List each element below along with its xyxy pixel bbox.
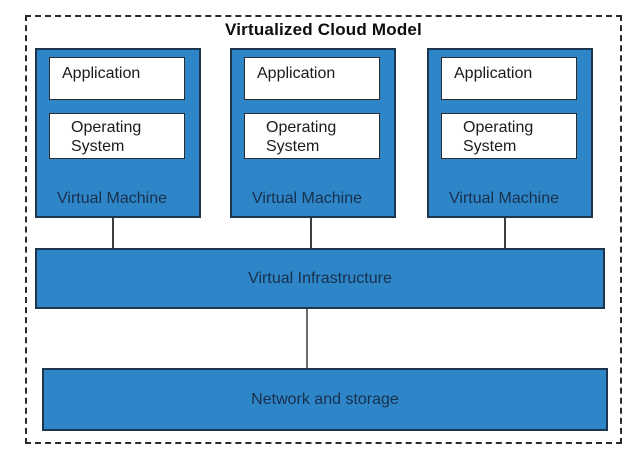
- vm-box-3: Application Operating System Virtual Mac…: [427, 48, 593, 218]
- vm-label-3: Virtual Machine: [449, 190, 559, 207]
- dashed-boundary: [25, 15, 622, 444]
- operating-system-label-3: Operating System: [463, 119, 534, 156]
- operating-system-box-3: Operating System: [441, 113, 577, 159]
- operating-system-box-1: Operating System: [49, 113, 185, 159]
- application-box-2: Application: [244, 57, 380, 100]
- vm-label-1: Virtual Machine: [57, 190, 167, 207]
- operating-system-label-1: Operating System: [71, 119, 142, 156]
- vm-box-2: Application Operating System Virtual Mac…: [230, 48, 396, 218]
- vm-label-2: Virtual Machine: [252, 190, 362, 207]
- operating-system-box-2: Operating System: [244, 113, 380, 159]
- application-label-3: Application: [454, 65, 533, 82]
- network-storage-bar: Network and storage: [42, 368, 608, 431]
- application-label-2: Application: [257, 65, 336, 82]
- connector-line-vm3: [504, 218, 506, 249]
- connector-line-infrastructure-network: [306, 307, 308, 369]
- connector-line-vm1: [112, 218, 114, 249]
- application-box-1: Application: [49, 57, 185, 100]
- diagram-title: Virtualized Cloud Model: [225, 20, 422, 39]
- application-label-1: Application: [62, 65, 141, 82]
- network-storage-label: Network and storage: [251, 390, 399, 408]
- connector-line-vm2: [310, 218, 312, 249]
- application-box-3: Application: [441, 57, 577, 100]
- virtual-infrastructure-label: Virtual Infrastructure: [248, 269, 392, 287]
- operating-system-label-2: Operating System: [266, 119, 337, 156]
- virtual-infrastructure-bar: Virtual Infrastructure: [35, 248, 605, 309]
- vm-box-1: Application Operating System Virtual Mac…: [35, 48, 201, 218]
